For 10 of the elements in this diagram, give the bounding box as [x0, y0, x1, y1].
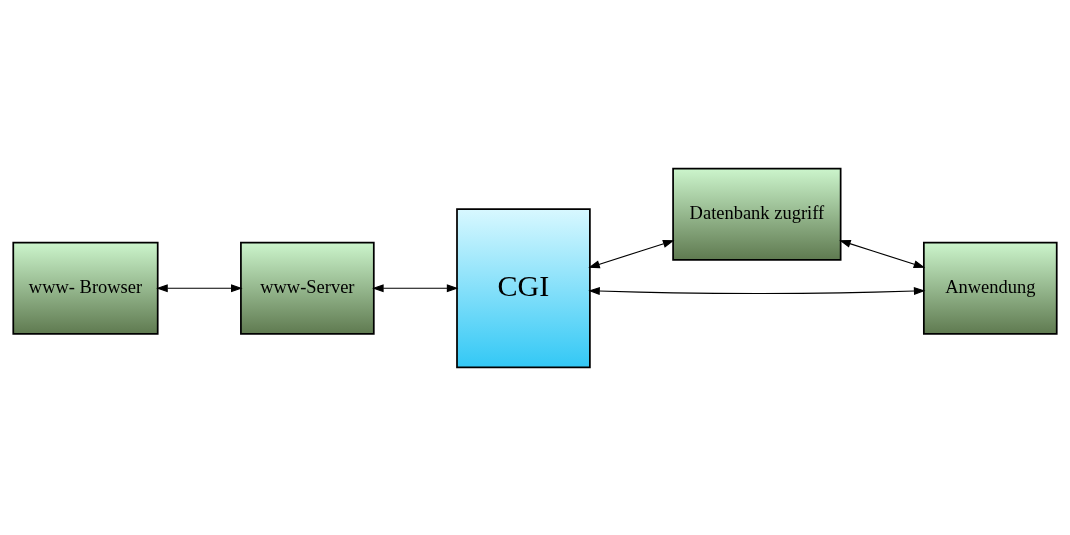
arrow — [372, 283, 459, 292]
node-box: www- Browser — [12, 241, 159, 335]
arrow — [588, 286, 926, 295]
arrow — [156, 283, 243, 292]
node-box: www-Server — [240, 241, 375, 335]
arrow — [588, 239, 675, 268]
node-box: Anwendung — [922, 241, 1058, 335]
arrow — [839, 239, 926, 268]
node-box: Datenbank zugriff — [672, 167, 842, 261]
node-box: CGI — [456, 207, 591, 368]
